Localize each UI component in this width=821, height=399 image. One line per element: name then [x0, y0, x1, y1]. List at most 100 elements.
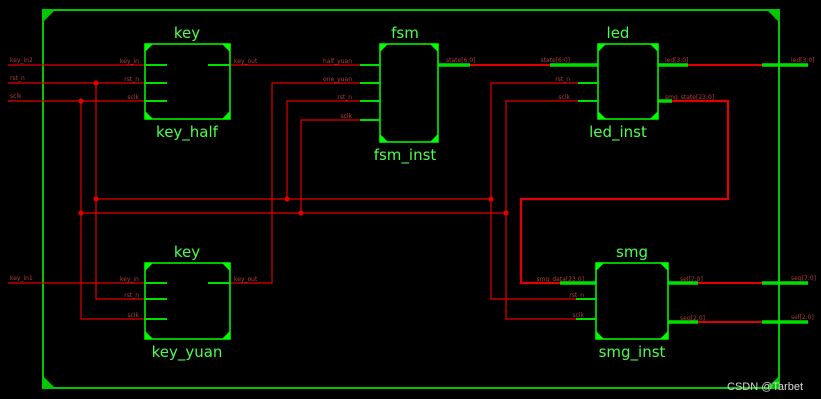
- port-label: key_in: [120, 58, 139, 65]
- block-corner: [380, 44, 388, 52]
- top-output-label: seg[7:0]: [791, 275, 816, 282]
- top-output-label: led[3:0]: [791, 57, 815, 64]
- port-label: led[3:0]: [665, 57, 689, 64]
- block-type-label: key: [174, 24, 200, 42]
- wires: [8, 64, 598, 320]
- port-label: seg[2:0]: [680, 315, 705, 322]
- block-instance-label: key_half: [156, 123, 219, 142]
- junction-dot: [284, 196, 290, 202]
- port-label: smg_data[23:0]: [537, 276, 584, 283]
- watermark: CSDN @Tarbet: [727, 381, 803, 393]
- wire-sclk-smg[interactable]: [505, 213, 596, 320]
- block-body: [144, 262, 231, 340]
- frame-corner-tr: [767, 10, 779, 22]
- block-corner: [222, 111, 230, 119]
- block-corner: [596, 331, 604, 339]
- block-corner: [145, 331, 153, 339]
- block-corner: [145, 263, 153, 271]
- port-label: rst_n: [124, 76, 139, 83]
- block-type-label: key: [174, 243, 200, 261]
- port-label: smg_state[23:0]: [665, 94, 714, 101]
- block-body: [144, 43, 231, 120]
- block-body: [597, 43, 659, 120]
- top-input-label: rst_n: [10, 75, 25, 82]
- block-body: [595, 262, 669, 340]
- block-corner: [430, 134, 438, 142]
- block-body: [379, 43, 439, 143]
- block-corner: [598, 111, 606, 119]
- top-input-label: sclk: [10, 93, 22, 100]
- port-label: key_out: [234, 276, 258, 283]
- block-corner: [222, 44, 230, 52]
- block-corner: [650, 44, 658, 52]
- junction-dot: [298, 210, 304, 216]
- port-label: sclk: [340, 113, 352, 120]
- port-label: key_in: [120, 276, 139, 283]
- port-label: rst_n: [555, 76, 570, 83]
- wire-rst-n-fsm[interactable]: [96, 100, 380, 200]
- block-type-label: smg: [616, 243, 648, 261]
- top-output-label: sel[2:0]: [791, 314, 814, 321]
- port-label: state[6:0]: [540, 57, 570, 64]
- port-label: state[6:0]: [446, 57, 476, 64]
- junctions: [78, 80, 509, 216]
- wire-sclk-fsm[interactable]: [81, 119, 380, 214]
- frame-corner-tl: [43, 10, 55, 22]
- block-type-label: led: [607, 24, 630, 42]
- top-input-label: key_in2: [10, 57, 33, 64]
- wire-one-yuan[interactable]: [230, 82, 380, 284]
- port-label: half_yuan: [323, 58, 352, 65]
- wire-sclk-led[interactable]: [301, 100, 598, 214]
- block-instance-label: led_inst: [589, 123, 647, 142]
- wire-rst-n-led[interactable]: [287, 82, 598, 200]
- block-corner: [430, 44, 438, 52]
- junction-dot: [93, 80, 99, 86]
- port-label: sclk: [127, 94, 139, 101]
- block-corner: [596, 263, 604, 271]
- wire-rst-n-trunk[interactable]: [95, 83, 145, 300]
- block-instance-label: fsm_inst: [374, 146, 437, 165]
- block-instance-label: smg_inst: [599, 343, 666, 362]
- block-key-yuan[interactable]: key key_yuan key_in rst_n sclk key_out: [120, 243, 258, 362]
- block-corner: [145, 111, 153, 119]
- block-corner: [145, 44, 153, 52]
- top-module-frame[interactable]: [42, 9, 780, 389]
- port-label: one_yuan: [323, 76, 352, 83]
- junction-dot: [78, 210, 84, 216]
- port-label: rst_n: [124, 292, 139, 299]
- junction-dot: [93, 196, 99, 202]
- block-led-inst[interactable]: led led_inst state[6:0] rst_n sclk led[3…: [540, 24, 714, 142]
- wire-sclk-trunk[interactable]: [80, 101, 145, 320]
- port-label: key_out: [234, 58, 258, 65]
- block-type-label: fsm: [391, 24, 419, 42]
- port-label: rst_n: [337, 94, 352, 101]
- wire-rst-n-smg[interactable]: [490, 199, 596, 300]
- port-label: sclk: [127, 312, 139, 319]
- top-input-label: key_in1: [10, 275, 33, 282]
- block-key-half[interactable]: key key_half key_in rst_n sclk key_out: [120, 24, 258, 142]
- junction-dot: [78, 98, 84, 104]
- block-corner: [660, 331, 668, 339]
- port-label: sclk: [572, 312, 584, 319]
- junction-dot: [488, 196, 494, 202]
- bus-links: [470, 64, 762, 323]
- block-corner: [598, 44, 606, 52]
- block-corner: [222, 263, 230, 271]
- port-label: sel[7:0]: [680, 276, 703, 283]
- junction-dot: [503, 210, 509, 216]
- block-corner: [650, 111, 658, 119]
- port-label: rst_n: [569, 292, 584, 299]
- block-corner: [380, 134, 388, 142]
- block-corner: [660, 263, 668, 271]
- frame-corner-br: [767, 376, 779, 388]
- block-smg-inst[interactable]: smg smg_inst smg_data[23:0] rst_n sclk s…: [537, 243, 705, 362]
- block-fsm-inst[interactable]: fsm fsm_inst half_yuan one_yuan rst_n sc…: [323, 24, 476, 165]
- block-corner: [222, 331, 230, 339]
- port-label: sclk: [558, 94, 570, 101]
- top-port-labels: key_in2 rst_n sclk key_in1 led[3:0] seg[…: [10, 57, 816, 321]
- wire-smg-state[interactable]: [519, 99, 730, 285]
- block-instance-label: key_yuan: [152, 343, 223, 362]
- frame-corner-bl: [43, 376, 55, 388]
